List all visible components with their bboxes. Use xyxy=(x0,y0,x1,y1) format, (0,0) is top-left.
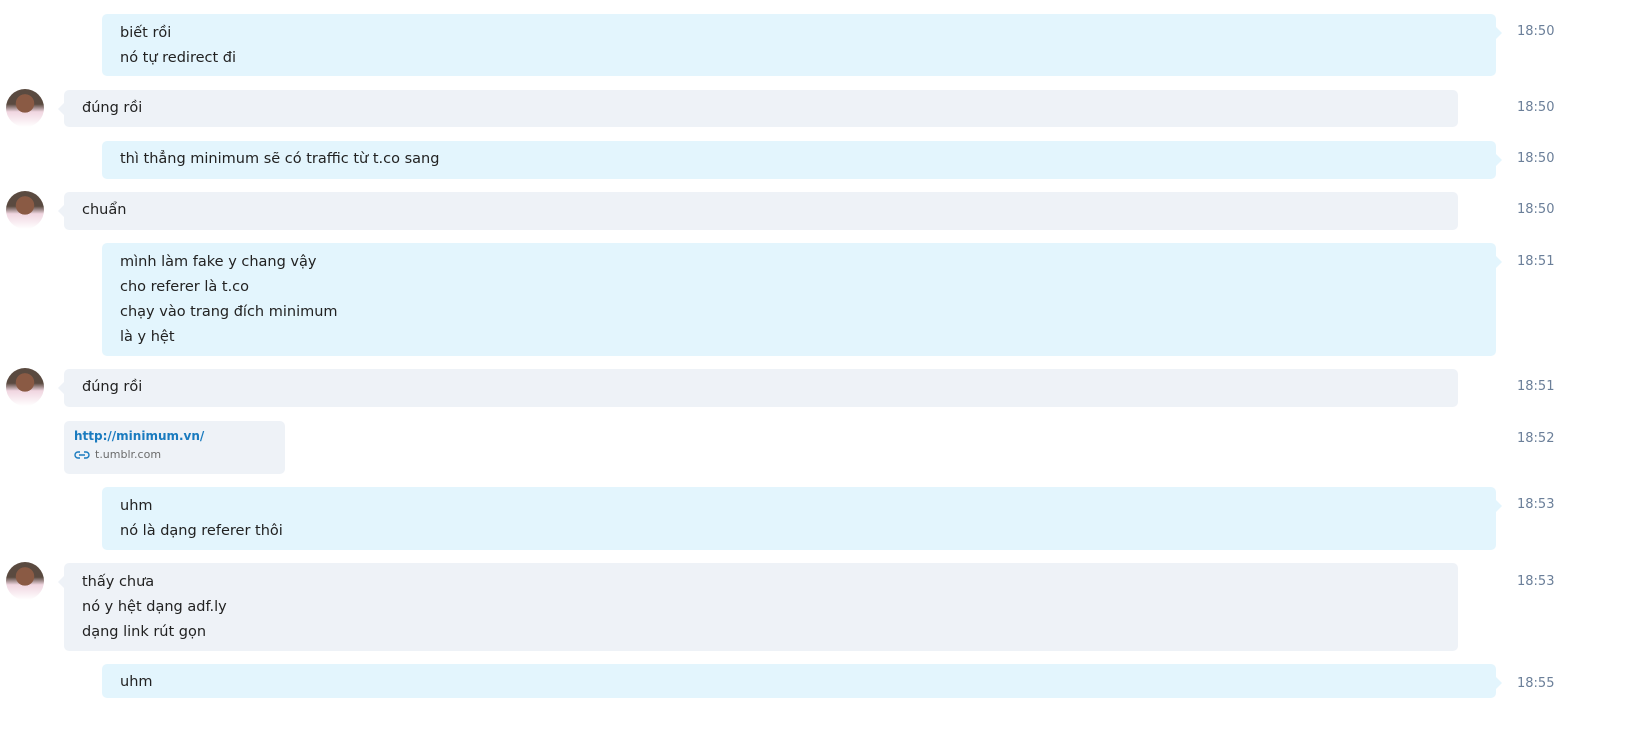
message-text: nó tự redirect đi xyxy=(120,50,237,66)
message-text: mình làm fake y chang vậy xyxy=(120,254,317,270)
incoming-message: đúng rồi xyxy=(58,90,1458,127)
incoming-message: chuẩn xyxy=(58,192,1458,230)
avatar[interactable] xyxy=(6,368,44,406)
message-timestamp: 18:52 xyxy=(1517,431,1555,446)
link-icon xyxy=(74,450,90,459)
message-timestamp: 18:50 xyxy=(1517,202,1555,217)
message-text: nó là dạng referer thôi xyxy=(120,523,283,539)
message-text: đúng rồi xyxy=(82,100,143,116)
message-text: đúng rồi xyxy=(82,379,143,395)
avatar[interactable] xyxy=(6,562,44,600)
message-text: cho referer là t.co xyxy=(120,279,250,295)
outgoing-message: thì thẳng minimum sẽ có traffic từ t.co … xyxy=(102,141,1502,179)
message-timestamp: 18:53 xyxy=(1517,497,1555,512)
message-timestamp: 18:50 xyxy=(1517,100,1555,115)
outgoing-message: biết rồi nó tự redirect đi xyxy=(102,14,1502,76)
message-text: là y hệt xyxy=(120,329,175,345)
message-text: nó y hệt dạng adf.ly xyxy=(82,599,227,615)
message-text: biết rồi xyxy=(120,25,172,41)
outgoing-message: uhm xyxy=(102,664,1502,698)
link-preview[interactable]: http://minimum.vn/ t.umblr.com xyxy=(64,421,285,474)
message-text: uhm xyxy=(120,674,153,690)
avatar[interactable] xyxy=(6,89,44,127)
incoming-message: thấy chưa nó y hệt dạng adf.ly dạng link… xyxy=(58,563,1458,651)
link-url[interactable]: http://minimum.vn/ xyxy=(74,429,205,443)
message-timestamp: 18:53 xyxy=(1517,574,1555,589)
message-timestamp: 18:51 xyxy=(1517,254,1555,269)
message-timestamp: 18:51 xyxy=(1517,379,1555,394)
message-timestamp: 18:50 xyxy=(1517,24,1555,39)
link-source-domain: t.umblr.com xyxy=(95,448,162,461)
message-timestamp: 18:55 xyxy=(1517,676,1555,691)
message-timestamp: 18:50 xyxy=(1517,151,1555,166)
link-source: t.umblr.com xyxy=(74,448,275,461)
outgoing-message: mình làm fake y chang vậy cho referer là… xyxy=(102,243,1502,356)
message-text: thì thẳng minimum sẽ có traffic từ t.co … xyxy=(120,151,440,167)
incoming-message: đúng rồi xyxy=(58,369,1458,407)
avatar[interactable] xyxy=(6,191,44,229)
message-text: thấy chưa xyxy=(82,574,155,590)
message-text: chuẩn xyxy=(82,202,127,218)
message-text: dạng link rút gọn xyxy=(82,624,207,640)
message-text: chạy vào trang đích minimum xyxy=(120,304,338,320)
outgoing-message: uhm nó là dạng referer thôi xyxy=(102,487,1502,550)
message-text: uhm xyxy=(120,498,153,514)
